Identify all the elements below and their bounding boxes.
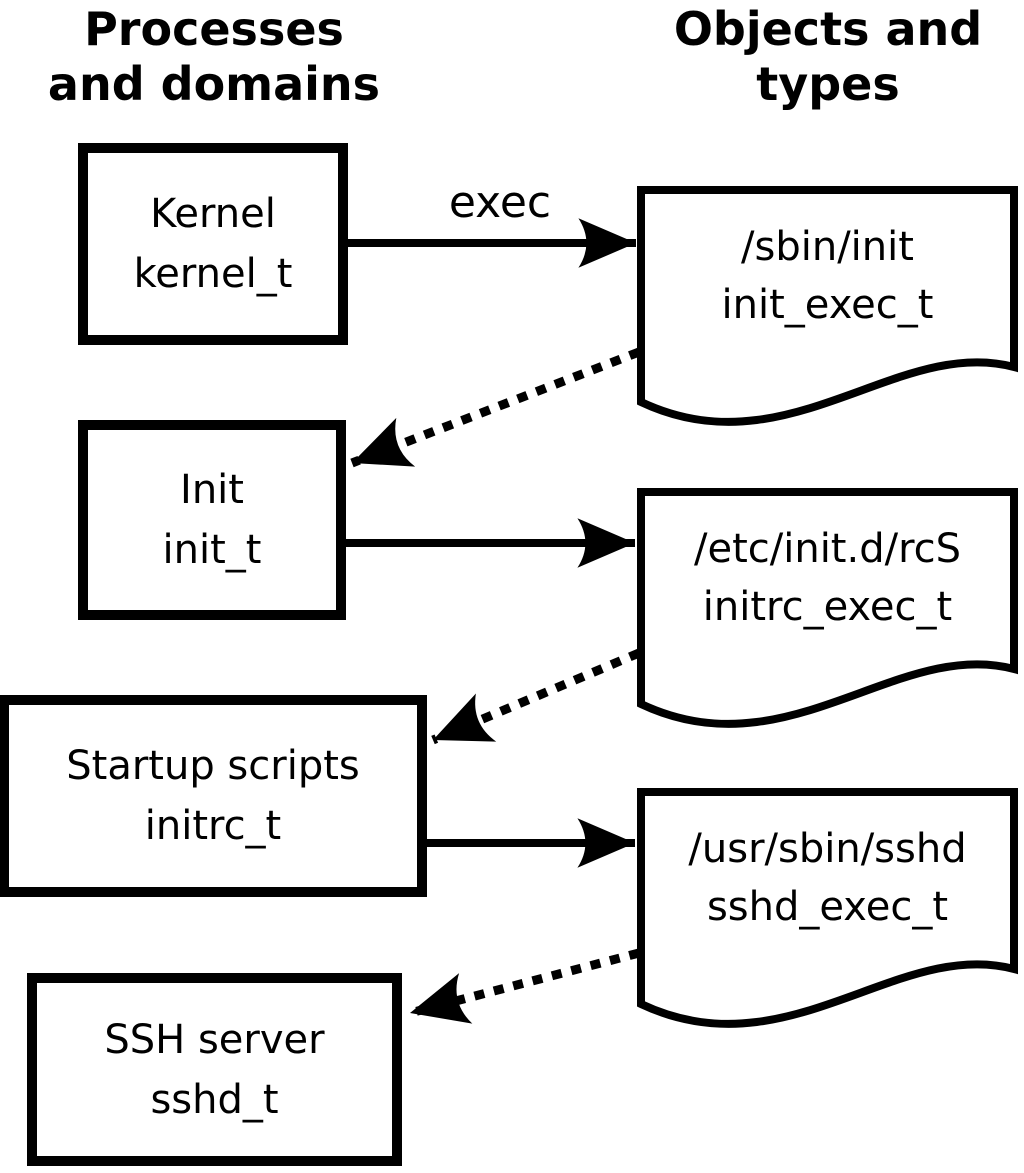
process-box-kernel: Kernel kernel_t — [78, 143, 348, 345]
object-doc-label: /usr/sbin/sshd sshd_exec_t — [637, 820, 1018, 936]
object-doc-usr-sbin-sshd: /usr/sbin/sshd sshd_exec_t — [637, 788, 1018, 1040]
object-type: sshd_exec_t — [706, 884, 949, 930]
process-box-ssh-server: SSH server sshd_t — [27, 973, 402, 1166]
object-path: /etc/init.d/rcS — [693, 526, 962, 572]
process-name: Kernel — [150, 191, 276, 237]
object-doc-sbin-init: /sbin/init init_exec_t — [637, 186, 1018, 438]
column-header-objects: Objects and types — [636, 2, 1020, 112]
process-domain-type: initrc_t — [144, 803, 282, 849]
column-header-processes-line2: and domains — [47, 57, 381, 111]
exec-arrow-label: exec — [448, 177, 552, 228]
process-domain-type: kernel_t — [133, 251, 293, 297]
object-path: /usr/sbin/sshd — [688, 826, 967, 872]
process-box-startup-scripts: Startup scripts initrc_t — [0, 695, 427, 897]
process-box-init: Init init_t — [78, 420, 346, 620]
process-name: Startup scripts — [66, 743, 360, 789]
process-name: Init — [180, 467, 244, 513]
document-shape — [637, 788, 1018, 1028]
process-name: SSH server — [104, 1016, 325, 1063]
column-header-processes-line1: Processes — [84, 2, 344, 56]
transition-arrow-sbin-init-to-init — [350, 347, 641, 468]
object-type: initrc_exec_t — [702, 584, 953, 630]
transition-arrow-rcs-to-startup — [431, 648, 641, 745]
column-header-objects-line1: Objects and — [673, 2, 983, 56]
document-shape — [637, 186, 1018, 426]
transition-arrow-sshd-to-ssh-server — [408, 948, 641, 1024]
document-shape — [637, 488, 1018, 728]
process-domain-type: init_t — [162, 527, 262, 573]
column-header-objects-line2: types — [756, 57, 900, 111]
process-domain-type: sshd_t — [150, 1076, 279, 1123]
object-doc-label: /etc/init.d/rcS initrc_exec_t — [637, 520, 1018, 636]
object-doc-label: /sbin/init init_exec_t — [637, 218, 1018, 334]
object-path: /sbin/init — [741, 224, 914, 270]
column-header-processes: Processes and domains — [18, 2, 410, 112]
object-type: init_exec_t — [721, 282, 934, 328]
object-doc-etc-initd-rcs: /etc/init.d/rcS initrc_exec_t — [637, 488, 1018, 740]
